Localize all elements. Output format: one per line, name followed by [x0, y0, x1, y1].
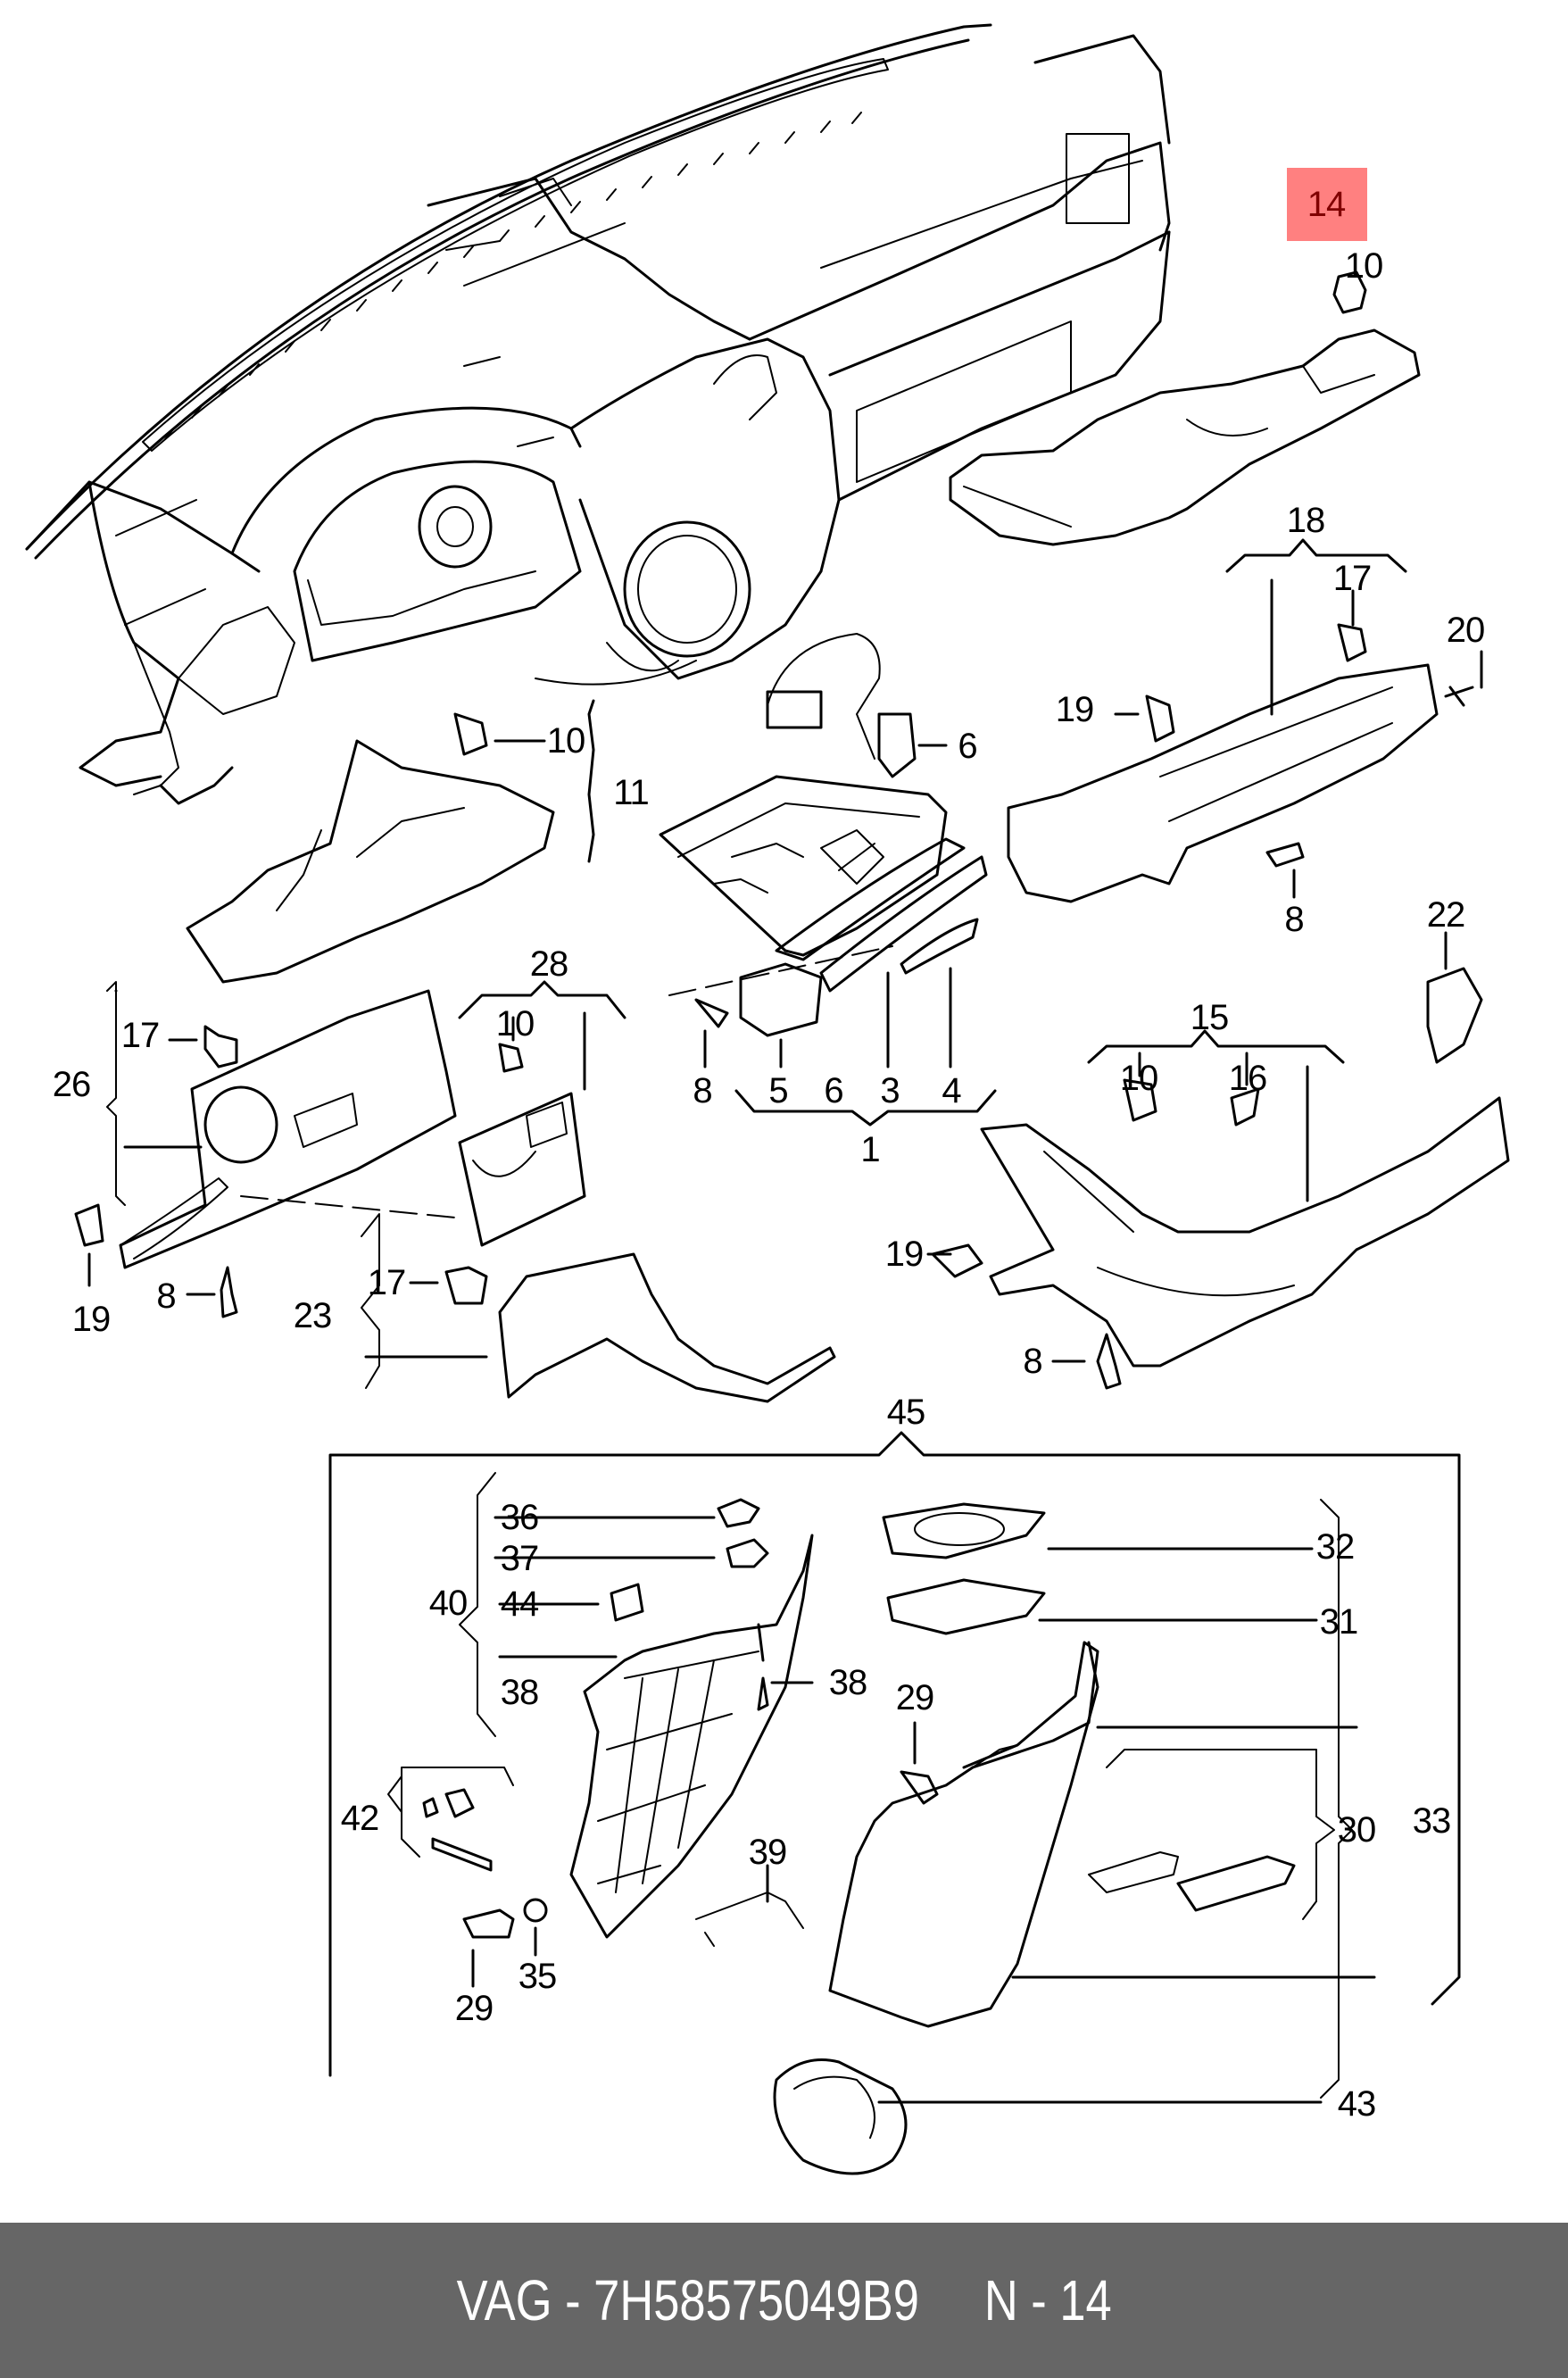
dashboard-carrier	[25, 23, 1171, 805]
callout-36[interactable]: 36	[500, 1498, 539, 1537]
part-15-shape	[926, 1029, 1510, 1390]
callout-43[interactable]: 43	[1337, 2084, 1376, 2124]
callout-42[interactable]: 42	[340, 1799, 379, 1838]
callout-6[interactable]: 6	[824, 1071, 843, 1110]
part-18-shape	[1007, 538, 1483, 903]
callout-26[interactable]: 26	[52, 1065, 91, 1104]
callout-8[interactable]: 8	[693, 1071, 712, 1110]
callout-17[interactable]: 17	[1332, 559, 1372, 598]
part-23-shape	[361, 1213, 836, 1403]
callout-10[interactable]: 10	[495, 1004, 535, 1043]
part-22-shape	[1426, 931, 1483, 1064]
callout-17[interactable]: 17	[367, 1263, 406, 1302]
callout-45[interactable]: 45	[886, 1393, 925, 1432]
footer-bar: VAG - 7H58575049B9 N - 14	[0, 2223, 1568, 2378]
callout-32[interactable]: 32	[1315, 1527, 1355, 1567]
callout-18[interactable]: 18	[1286, 501, 1325, 540]
parts-diagram: 14 10 10 11 6 18 17 20 19 8 22 28 10 17 …	[25, 23, 1510, 2175]
part-14-shape	[949, 270, 1421, 546]
callout-19[interactable]: 19	[1055, 690, 1094, 729]
callout-31[interactable]: 31	[1319, 1602, 1358, 1642]
callout-30[interactable]: 30	[1337, 1810, 1376, 1850]
group-45-bracket	[328, 1431, 1461, 2175]
callout-40[interactable]: 40	[428, 1584, 468, 1623]
callout-8[interactable]: 8	[1284, 900, 1304, 939]
callout-19[interactable]: 19	[71, 1300, 111, 1339]
callout-23[interactable]: 23	[293, 1296, 332, 1335]
callout-16[interactable]: 16	[1228, 1059, 1267, 1098]
callout-38[interactable]: 38	[828, 1663, 867, 1702]
callout-17[interactable]: 17	[120, 1016, 160, 1055]
callout-3[interactable]: 3	[880, 1071, 900, 1110]
callout-38[interactable]: 38	[500, 1673, 539, 1712]
part-6-shape	[766, 633, 948, 778]
callout-28[interactable]: 28	[529, 944, 568, 984]
part-1-shape	[659, 775, 997, 1127]
callout-8[interactable]: 8	[156, 1276, 176, 1316]
diagram-line-art	[25, 23, 1510, 2175]
callout-14[interactable]: 14	[1307, 185, 1346, 224]
footer-part-info: VAG - 7H58575049B9 N - 14	[456, 2268, 1112, 2332]
callout-4[interactable]: 4	[942, 1071, 961, 1110]
callout-20[interactable]: 20	[1446, 611, 1485, 650]
callout-1[interactable]: 1	[860, 1130, 880, 1169]
callout-10[interactable]: 10	[1344, 246, 1383, 286]
callout-8[interactable]: 8	[1023, 1342, 1042, 1381]
callout-10[interactable]: 10	[546, 721, 585, 761]
callout-35[interactable]: 35	[518, 1957, 557, 1996]
callout-29[interactable]: 29	[895, 1678, 934, 1717]
callout-29[interactable]: 29	[454, 1989, 494, 2028]
callout-15[interactable]: 15	[1190, 998, 1229, 1037]
highlight-box-14	[1287, 168, 1367, 241]
callout-10[interactable]: 10	[1119, 1059, 1158, 1098]
callout-22[interactable]: 22	[1426, 895, 1465, 935]
callout-37[interactable]: 37	[500, 1539, 539, 1578]
callout-19[interactable]: 19	[884, 1235, 924, 1274]
part-26-shape	[74, 980, 626, 1318]
callout-39[interactable]: 39	[748, 1833, 787, 1872]
callout-33[interactable]: 33	[1412, 1801, 1451, 1841]
part-11-shape	[186, 699, 595, 984]
callout-6[interactable]: 6	[958, 727, 977, 766]
callout-44[interactable]: 44	[500, 1584, 539, 1624]
callout-11[interactable]: 11	[613, 773, 650, 812]
callout-5[interactable]: 5	[768, 1071, 788, 1110]
